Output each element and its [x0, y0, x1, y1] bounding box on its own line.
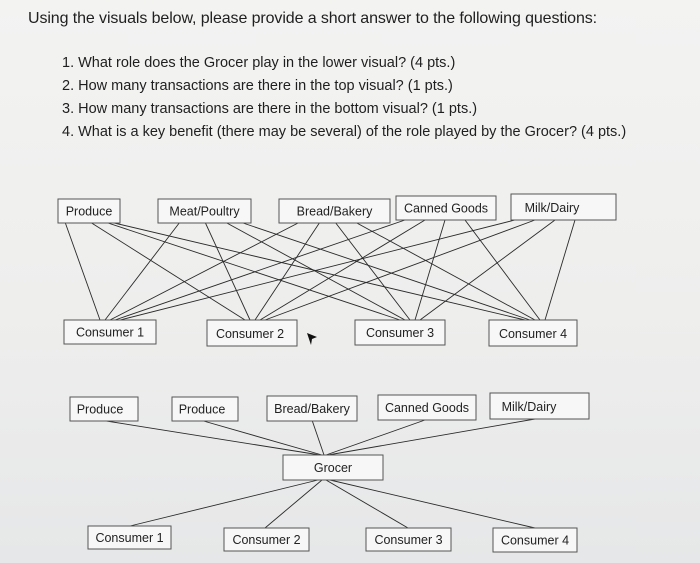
consumer-label: Consumer 3	[374, 533, 442, 547]
top-visual-edges	[64, 219, 576, 321]
transaction-line	[259, 219, 426, 321]
transaction-line	[119, 219, 516, 321]
transaction-line	[64, 221, 101, 321]
seller-box: Canned Goods	[395, 195, 497, 221]
grocer-label: Grocer	[314, 461, 352, 475]
seller-label: Produce	[179, 403, 226, 417]
consumer-box: Consumer 3	[354, 319, 446, 346]
consumer-box: Consumer 1	[63, 319, 157, 345]
transaction-line	[109, 221, 526, 321]
question-item: 3. How many transactions are there in th…	[62, 101, 478, 117]
transaction-line	[199, 419, 323, 456]
transaction-line	[327, 418, 536, 456]
question-item: 1. What role does the Grocer play in the…	[62, 55, 456, 71]
transaction-line	[239, 221, 531, 321]
transaction-line	[325, 479, 409, 529]
seller-box: Produce	[171, 396, 239, 422]
bottom-visual-edges	[99, 418, 536, 529]
consumer-label: Consumer 1	[76, 326, 144, 340]
seller-label: Produce	[66, 205, 113, 219]
consumer-box: Consumer 1	[87, 525, 172, 550]
consumer-label: Consumer 4	[499, 327, 567, 341]
transaction-line	[114, 219, 406, 321]
consumer-label: Consumer 1	[95, 531, 163, 545]
consumer-box: Consumer 4	[488, 319, 578, 347]
seller-box: Canned Goods	[377, 394, 477, 421]
transaction-line	[414, 219, 446, 321]
seller-label: Produce	[77, 403, 124, 417]
seller-box: Bread/Bakery	[266, 395, 358, 422]
transaction-line	[325, 419, 426, 456]
transaction-line	[264, 219, 536, 321]
transaction-line	[254, 221, 321, 321]
seller-box: Produce	[57, 198, 121, 224]
seller-box: Milk/Dairy	[489, 392, 590, 420]
transaction-line	[464, 219, 541, 321]
transaction-line	[104, 221, 401, 321]
seller-label: Meat/Poultry	[169, 205, 240, 219]
seller-box: Bread/Bakery	[278, 198, 391, 224]
seller-label: Milk/Dairy	[502, 400, 558, 414]
question-item: 4. What is a key benefit (there may be s…	[62, 124, 627, 140]
transaction-line	[204, 221, 251, 321]
seller-label: Canned Goods	[385, 401, 469, 415]
transaction-line	[109, 221, 301, 321]
transaction-line	[129, 479, 319, 527]
seller-label: Bread/Bakery	[274, 402, 350, 416]
transaction-line	[99, 419, 321, 456]
instructions-text: Using the visuals below, please provide …	[28, 10, 598, 27]
transaction-line	[89, 221, 246, 321]
cursor-arrow-icon	[307, 333, 317, 345]
consumer-box: Consumer 2	[206, 319, 298, 347]
grocer-box: Grocer	[282, 454, 384, 481]
transaction-line	[419, 219, 556, 321]
seller-label: Bread/Bakery	[297, 205, 373, 219]
transaction-line	[311, 419, 325, 456]
consumer-label: Consumer 2	[232, 533, 300, 547]
seller-label: Canned Goods	[404, 202, 488, 216]
consumer-box: Consumer 3	[365, 527, 452, 552]
consumer-label: Consumer 4	[501, 534, 569, 548]
transaction-line	[104, 221, 181, 321]
seller-box: Meat/Poultry	[157, 198, 252, 224]
transaction-line	[354, 221, 536, 321]
consumer-label: Consumer 3	[366, 326, 434, 340]
seller-box: Produce	[69, 396, 139, 422]
question-item: 2. How many transactions are there in th…	[62, 78, 453, 94]
transaction-line	[334, 221, 411, 321]
question-list: 1. What role does the Grocer play in the…	[62, 52, 626, 144]
seller-label: Milk/Dairy	[525, 201, 581, 215]
consumer-box: Consumer 4	[492, 527, 578, 553]
transaction-line	[544, 219, 576, 321]
seller-box: Milk/Dairy	[510, 193, 617, 221]
consumer-label: Consumer 2	[216, 327, 284, 341]
transaction-line	[329, 479, 536, 529]
consumer-box: Consumer 2	[223, 527, 310, 552]
transaction-line	[264, 479, 323, 529]
